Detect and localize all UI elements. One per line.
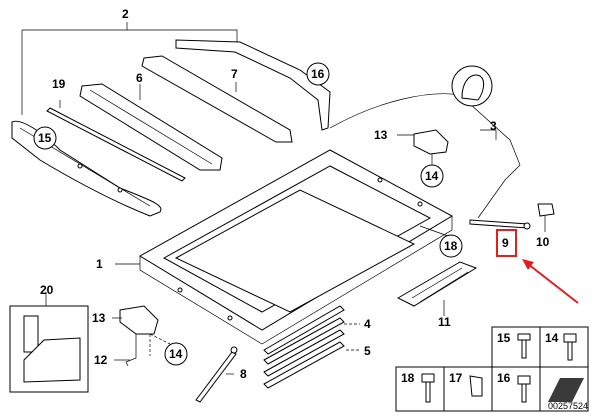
- part-6-deflector: [79, 83, 223, 171]
- table-cell-18: 18: [401, 371, 415, 385]
- callout-19: 19: [52, 77, 66, 91]
- callout-11: 11: [438, 315, 451, 329]
- document-number: 00257524: [548, 401, 588, 411]
- callout-2: 2: [122, 7, 129, 21]
- part-8-hose: [195, 346, 238, 403]
- callout-8: 8: [240, 367, 247, 381]
- callout-6: 6: [136, 71, 143, 85]
- part-1-main-frame: [115, 149, 454, 345]
- part-16-side-rail: [175, 39, 331, 131]
- arrow-logo-icon: [548, 378, 584, 402]
- callout-9: 9: [502, 236, 509, 250]
- part-3-seal: [329, 65, 521, 219]
- part-13-motor-lower: [112, 305, 171, 356]
- callout-7: 7: [231, 67, 238, 81]
- callout-16: 16: [311, 67, 325, 81]
- callout-4: 4: [364, 317, 371, 331]
- callout-16-circle: [306, 62, 330, 86]
- callout-5: 5: [364, 344, 371, 358]
- callout-1: 1: [96, 257, 103, 271]
- table-cell-14: 14: [545, 331, 559, 345]
- highlight-arrow-red: [522, 259, 579, 304]
- highlight-box-part-9: [496, 229, 517, 257]
- callout-13-upper: 13: [374, 128, 388, 142]
- callout-3: 3: [490, 119, 497, 133]
- part-20-kit-box: [9, 292, 89, 393]
- callout-14-lower: 14: [169, 347, 183, 361]
- callout-18: 18: [444, 239, 458, 253]
- table-cell-16: 16: [497, 371, 511, 385]
- part-9-drive-cable: [469, 219, 531, 230]
- part-12-cable: [114, 334, 137, 367]
- part-10-cap: [537, 203, 555, 232]
- parts-table: 15 14 18 17 16 00257524: [395, 326, 589, 412]
- callout-12: 12: [94, 353, 108, 367]
- callout-10: 10: [536, 235, 550, 249]
- parts-4-5-strips: [263, 305, 360, 389]
- table-cell-17: 17: [449, 371, 463, 385]
- group-bracket-2: 2: [21, 7, 238, 115]
- part-11-guide-block: [396, 261, 478, 316]
- callout-20: 20: [40, 283, 54, 297]
- callout-14-upper: 14: [425, 169, 439, 183]
- callout-15-circle: [33, 126, 57, 150]
- callout-15: 15: [38, 131, 52, 145]
- part-7-rail: [141, 55, 293, 143]
- callout-14-circle-upper: [420, 164, 444, 188]
- callout-13-lower: 13: [92, 311, 106, 325]
- table-cell-15: 15: [497, 331, 511, 345]
- part-13-motor-upper: [397, 129, 449, 166]
- callout-18-circle: [439, 234, 463, 258]
- callout-14-circle-lower: [164, 342, 188, 366]
- part-19-strip: [46, 100, 186, 182]
